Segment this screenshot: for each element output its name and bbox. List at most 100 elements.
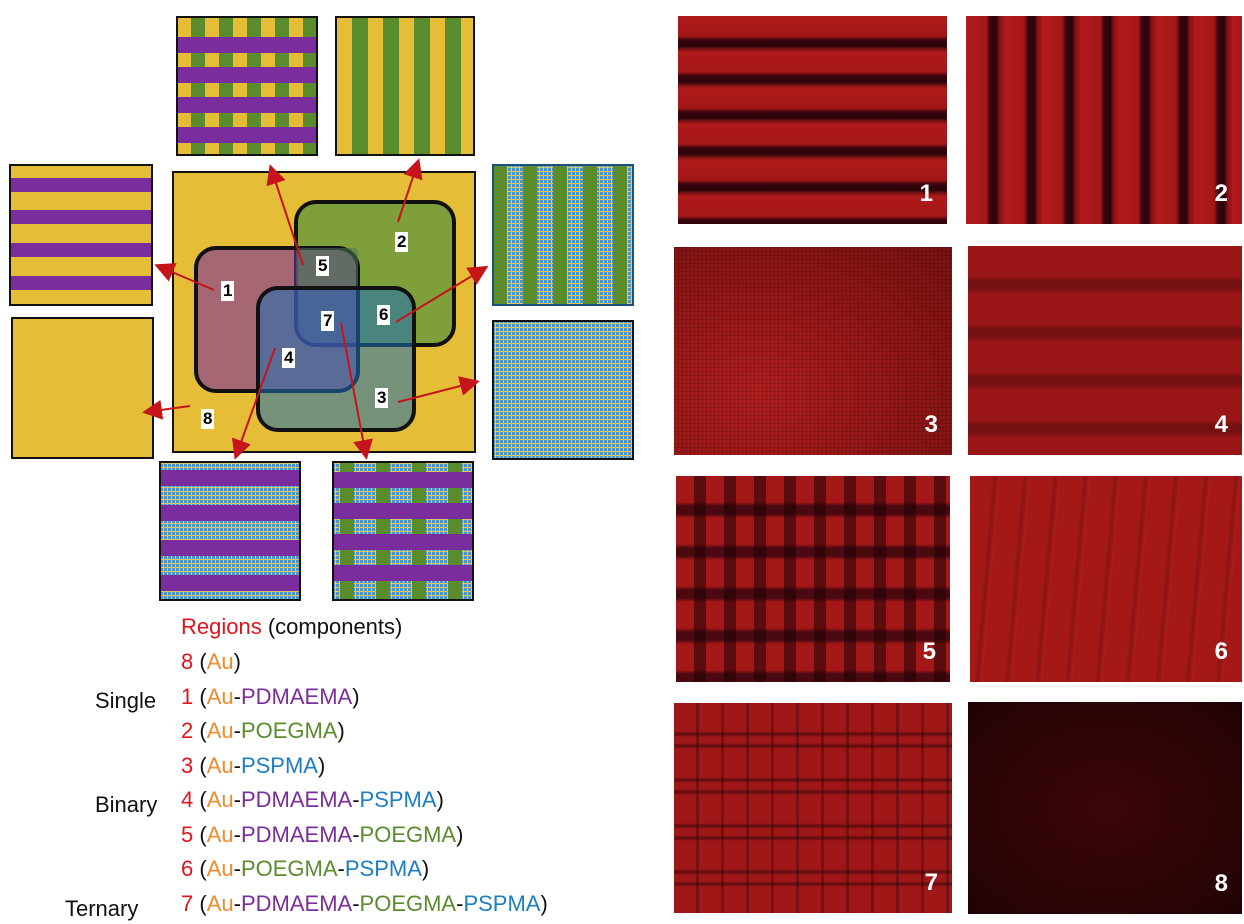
legend-row-component: Au [206, 684, 234, 709]
legend-row-component: ) [436, 787, 444, 812]
legend-row-component: PDMAEMA [240, 822, 353, 847]
legend-row-component: Au [206, 787, 234, 812]
legend-row-component: ) [337, 718, 345, 743]
legend-row-component: POEGMA [359, 822, 457, 847]
legend-row-component: ( [199, 684, 207, 709]
legend-row-component: PSPMA [463, 891, 541, 916]
photo-label-4: 4 [1214, 411, 1228, 438]
legend-row-component: ( [199, 787, 207, 812]
legend-row-component: POEGMA [240, 718, 338, 743]
legend-row-component: - [233, 856, 241, 881]
legend-row-number: 4 [181, 787, 194, 812]
legend-row-component: - [233, 787, 241, 812]
photo-5: 5 [676, 476, 950, 682]
region-label-8: 8 [201, 409, 215, 429]
legend-row-component: ) [456, 822, 464, 847]
region-label-3: 3 [375, 388, 389, 408]
photo-label-8: 8 [1214, 870, 1228, 897]
photo-label-6: 6 [1214, 638, 1228, 665]
legend-row-component: - [352, 822, 360, 847]
legend-row-number: 3 [181, 753, 194, 778]
legend-row-component: - [456, 891, 464, 916]
legend-row-number: 6 [181, 856, 194, 881]
legend-row-number: 7 [181, 891, 194, 916]
legend-row-component: ( [199, 718, 207, 743]
tile-region-8 [11, 317, 154, 459]
legend-row-component: - [337, 856, 345, 881]
arrows [142, 158, 489, 460]
tile-region-3 [492, 320, 634, 460]
legend-row-component: - [233, 753, 241, 778]
legend-row-component: PSPMA [240, 753, 318, 778]
legend-row-component: PDMAEMA [240, 787, 353, 812]
legend-row-number: 5 [181, 822, 194, 847]
legend-row: 7 (Au-PDMAEMA-POEGMA-PSPMA) [181, 891, 548, 917]
legend-row-component: ) [317, 753, 326, 778]
legend-row-component: PSPMA [359, 787, 437, 812]
legend-row: 8 (Au) [181, 649, 241, 675]
legend-row-component: Au [206, 856, 234, 881]
pattern-diagram [9, 16, 634, 601]
region-label-1: 1 [221, 281, 235, 301]
photo-label-1: 1 [919, 180, 933, 207]
legend-row-component: ) [421, 856, 430, 881]
legend-row-component: - [233, 718, 241, 743]
photo-4: 4 [968, 246, 1242, 455]
legend-row-component: - [233, 891, 241, 916]
legend-header: Regions (components) [181, 614, 402, 640]
legend-row: 6 (Au-POEGMA-PSPMA) [181, 856, 429, 882]
category-single: Single [95, 688, 157, 713]
legend-row-component: Au [206, 649, 234, 674]
photo-8: 8 [968, 702, 1242, 914]
legend-row-number: 2 [181, 718, 194, 743]
legend-row-component: ( [199, 649, 207, 674]
legend-row-component: PSPMA [344, 856, 422, 881]
legend-row-component: - [233, 822, 241, 847]
photo-2: 2 [966, 16, 1242, 224]
photo-label-5: 5 [922, 638, 936, 665]
legend-row-component: ( [199, 822, 207, 847]
legend-row-component: ) [540, 891, 548, 916]
tile-region-1 [9, 164, 153, 306]
region-label-4: 4 [282, 348, 296, 368]
legend-row-component: ) [352, 684, 360, 709]
legend-header-regions: Regions [181, 614, 262, 639]
photo-label-7: 7 [924, 869, 938, 896]
tile-region-5 [176, 16, 318, 156]
legend-row-component: POEGMA [240, 856, 338, 881]
legend-row: 4 (Au-PDMAEMA-PSPMA) [181, 787, 444, 813]
tile-region-2 [335, 16, 475, 156]
legend-row-number: 1 [181, 684, 194, 709]
tile-region-7 [332, 461, 474, 601]
legend-header-components: (components) [267, 614, 403, 639]
legend-row-number: 8 [181, 649, 194, 674]
legend-row-component: PDMAEMA [240, 684, 353, 709]
legend-row-component: ( [199, 891, 207, 916]
legend-row: 1 (Au-PDMAEMA) [181, 684, 360, 710]
photo-1: 1 [678, 16, 947, 224]
legend-row-component: PDMAEMA [240, 891, 353, 916]
legend-row-component: Au [206, 718, 234, 743]
tile-region-4 [159, 461, 301, 601]
legend-row-component: POEGMA [359, 891, 457, 916]
legend-row-component: - [352, 891, 360, 916]
legend-row: 5 (Au-PDMAEMA-POEGMA) [181, 822, 463, 848]
tile-region-6 [492, 164, 634, 306]
legend-row-component: Au [206, 822, 234, 847]
photo-6: 6 [970, 476, 1242, 682]
photo-label-2: 2 [1214, 180, 1228, 207]
legend-row-component: Au [206, 891, 234, 916]
region-label-2: 2 [395, 232, 409, 252]
region-label-7: 7 [321, 311, 335, 331]
category-ternary: Ternary [65, 896, 139, 921]
legend-row-component: Au [206, 753, 234, 778]
legend-row: 2 (Au-POEGMA) [181, 718, 345, 744]
photo-label-3: 3 [924, 411, 938, 438]
legend-row-component: ) [233, 649, 241, 674]
region-label-6: 6 [377, 305, 391, 325]
legend-row-component: ( [199, 856, 207, 881]
region-label-5: 5 [316, 256, 330, 276]
photo-7: 7 [674, 703, 952, 913]
photo-3: 3 [674, 247, 952, 455]
legend-row-component: - [233, 684, 241, 709]
